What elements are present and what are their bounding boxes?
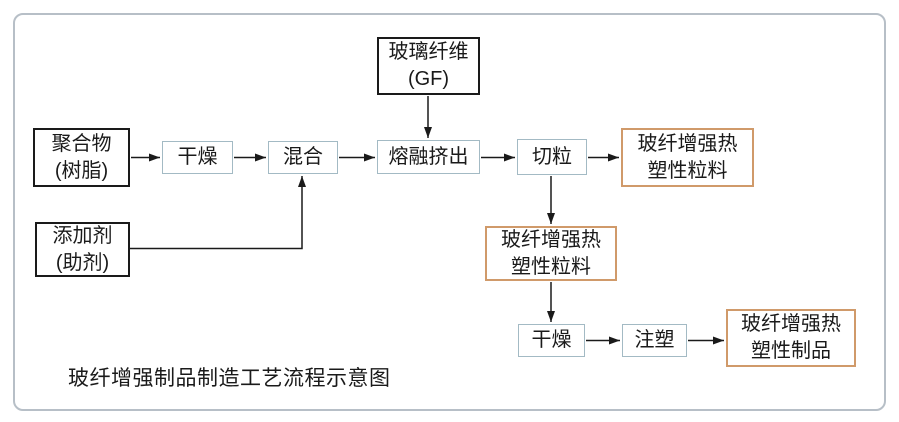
node-additive: 添加剂 (助剂)	[35, 222, 130, 277]
node-drying-1: 干燥	[162, 141, 233, 174]
node-gf-pellets-1: 玻纤增强热 塑性粒料	[621, 128, 754, 187]
node-polymer-resin: 聚合物 (树脂)	[33, 128, 130, 187]
node-pelletizing: 切粒	[517, 139, 587, 175]
node-drying-2: 干燥	[518, 324, 585, 357]
node-gf-pellets-2: 玻纤增强热 塑性粒料	[485, 226, 617, 281]
node-mixing: 混合	[268, 141, 338, 174]
node-melt-extrusion: 熔融挤出	[377, 140, 480, 174]
node-gf-product: 玻纤增强热 塑性制品	[726, 309, 856, 367]
node-glass-fiber: 玻璃纤维 (GF)	[377, 37, 480, 95]
diagram-caption: 玻纤增强制品制造工艺流程示意图	[68, 367, 391, 390]
node-injection-molding: 注塑	[622, 324, 687, 357]
